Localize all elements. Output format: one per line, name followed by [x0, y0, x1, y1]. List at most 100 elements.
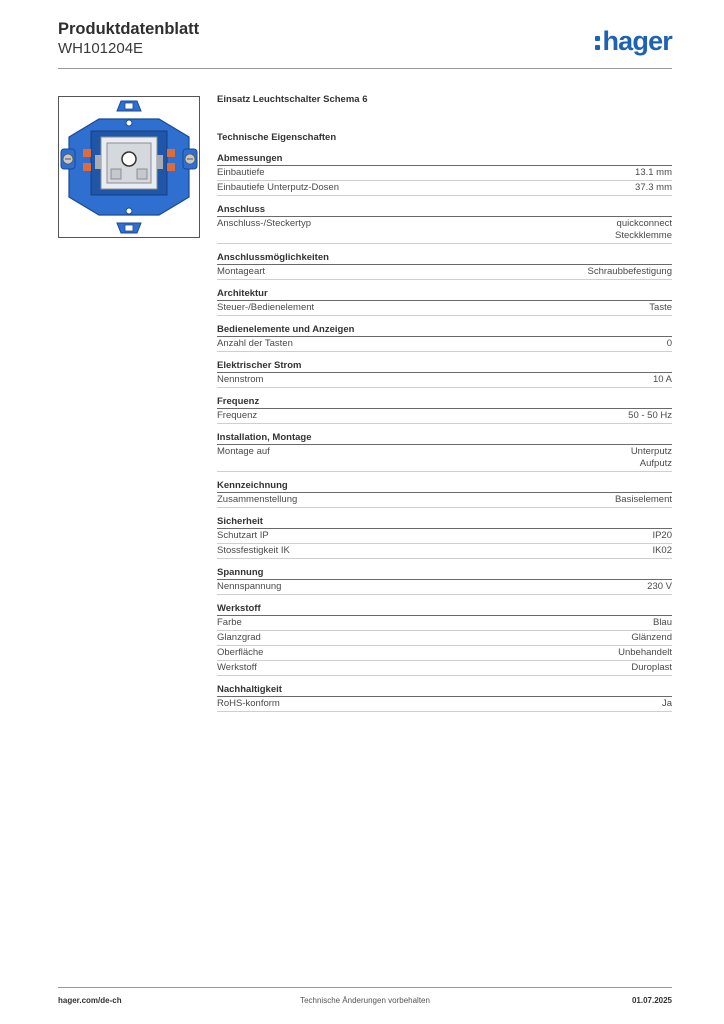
- spec-value: Unbehandelt: [618, 647, 672, 659]
- section-title: Spannung: [217, 567, 672, 580]
- section-title: Installation, Montage: [217, 432, 672, 445]
- tech-properties-heading: Technische Eigenschaften: [217, 132, 337, 143]
- spec-value-line: Basiselement: [614, 494, 672, 505]
- spec-value: Blau: [653, 617, 672, 629]
- spec-row: Nennspannung 230 V: [217, 580, 672, 595]
- spec-value-line: Blau: [652, 617, 672, 628]
- spec-label: Nennspannung: [217, 581, 282, 592]
- spec-value-line: 230 V: [647, 581, 672, 592]
- spec-label: Oberfläche: [217, 647, 264, 658]
- spec-value: Glänzend: [631, 632, 672, 644]
- spec-label: Frequenz: [217, 410, 258, 421]
- spec-value: Duroplast: [631, 662, 672, 674]
- spec-label: Werkstoff: [217, 662, 257, 673]
- spec-row: Frequenz 50 - 50 Hz: [217, 409, 672, 424]
- logo-colon-icon: [595, 33, 601, 51]
- spec-value: 0: [667, 338, 672, 350]
- spec-value-line: Unbehandelt: [618, 647, 672, 658]
- spec-label: Montageart: [217, 266, 266, 277]
- spec-value-line: 37.3 mm: [635, 182, 672, 193]
- spec-value-line: IP20: [652, 530, 672, 541]
- product-name: Einsatz Leuchtschalter Schema 6: [217, 94, 368, 105]
- footer-disclaimer: Technische Änderungen vorbehalten: [300, 996, 430, 1005]
- spec-value: 10 A: [653, 374, 672, 386]
- page-header: Produktdatenblatt WH101204E hager: [58, 20, 673, 68]
- product-code: WH101204E: [58, 40, 144, 57]
- spec-value-line: 0: [666, 338, 672, 349]
- spec-row: Einbautiefe Unterputz-Dosen 37.3 mm: [217, 181, 672, 196]
- spec-label: Steuer-/Bedienelement: [217, 302, 315, 313]
- section-title: Abmessungen: [217, 153, 672, 166]
- spec-label: Einbautiefe: [217, 167, 265, 178]
- spec-label: Glanzgrad: [217, 632, 261, 643]
- section-title: Architektur: [217, 288, 672, 301]
- spec-row: Stossfestigkeit IK IK02: [217, 544, 672, 559]
- spec-value: 13.1 mm: [635, 167, 672, 179]
- spec-label: Farbe: [217, 617, 242, 628]
- spec-value-line: Glänzend: [631, 632, 672, 643]
- document-title: Produktdatenblatt: [58, 20, 200, 38]
- spec-label: Zusammenstellung: [217, 494, 298, 505]
- spec-value-line: Taste: [649, 302, 672, 313]
- section-title: Bedienelemente und Anzeigen: [217, 324, 672, 337]
- spec-label: RoHS-konform: [217, 698, 280, 709]
- spec-label: Stossfestigkeit IK: [217, 545, 290, 556]
- spec-row: RoHS-konform Ja: [217, 697, 672, 712]
- section-title: Anschlussmöglichkeiten: [217, 252, 672, 265]
- spec-label: Einbautiefe Unterputz-Dosen: [217, 182, 339, 193]
- spec-row: Schutzart IP IP20: [217, 529, 672, 544]
- spec-value: 37.3 mm: [635, 182, 672, 194]
- spec-value: IK02: [652, 545, 672, 557]
- spec-row: Werkstoff Duroplast: [217, 661, 672, 676]
- section-title: Elektrischer Strom: [217, 360, 672, 373]
- spec-value-line: quickconnect: [616, 218, 672, 229]
- footer-date: 01.07.2025: [631, 996, 672, 1005]
- section-title: Nachhaltigkeit: [217, 684, 672, 697]
- spec-label: Schutzart IP: [217, 530, 269, 541]
- spec-value-line: Ja: [661, 698, 672, 709]
- spec-value-line: 10 A: [652, 374, 672, 385]
- spec-row: Zusammenstellung Basiselement: [217, 493, 672, 508]
- section-title: Werkstoff: [217, 603, 672, 616]
- spec-value: Basiselement: [615, 494, 672, 506]
- section-title: Kennzeichnung: [217, 480, 672, 493]
- spec-value: Ja: [662, 698, 672, 710]
- spec-value: Schraubbefestigung: [587, 266, 672, 278]
- header-divider: [58, 68, 672, 69]
- spec-row: Farbe Blau: [217, 616, 672, 631]
- section-title: Frequenz: [217, 396, 672, 409]
- spec-row: Glanzgrad Glänzend: [217, 631, 672, 646]
- spec-value-line: Duroplast: [631, 662, 672, 673]
- spec-value-line: Unterputz: [630, 446, 672, 457]
- section-title: Sicherheit: [217, 516, 672, 529]
- spec-row: Einbautiefe 13.1 mm: [217, 166, 672, 181]
- spec-value: 50 - 50 Hz: [628, 410, 672, 422]
- spec-row: Steuer-/Bedienelement Taste: [217, 301, 672, 316]
- spec-value: 230 V: [647, 581, 672, 593]
- spec-value-line: 50 - 50 Hz: [628, 410, 672, 421]
- spec-value: Taste: [649, 302, 672, 314]
- hager-logo: hager: [595, 26, 673, 60]
- spec-row: Oberfläche Unbehandelt: [217, 646, 672, 661]
- switch-insert-drawing: [60, 100, 198, 234]
- spec-value-line: Steckklemme: [614, 230, 672, 241]
